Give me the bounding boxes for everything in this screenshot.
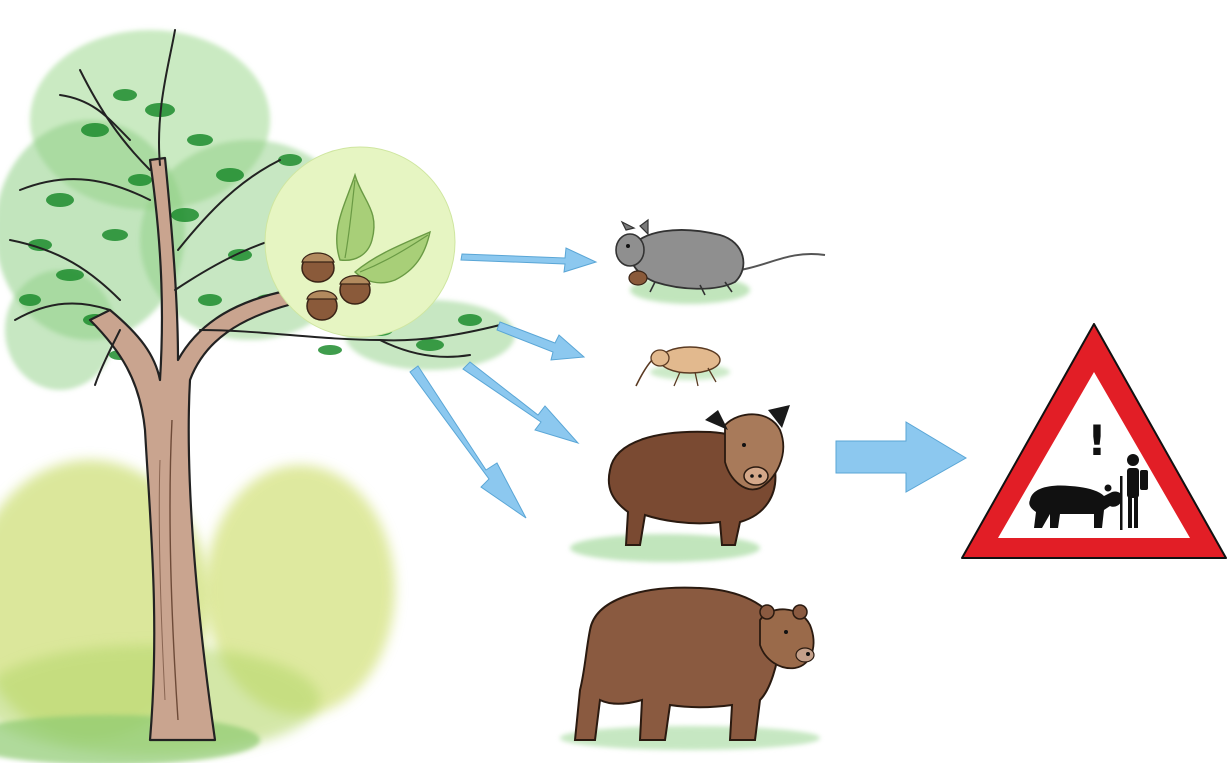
acorn-weevil-icon [636,347,730,386]
arrow-to-warning-sign [836,422,966,492]
arrow-to-bear [410,366,526,518]
mouse-eating-acorn-icon [616,220,825,304]
warning-exclamation-glyph: ! [1087,416,1106,465]
wild-boar-icon [570,405,790,562]
arrow-to-mouse [461,248,596,272]
brown-bear-icon [560,588,820,750]
warning-sign-bear-and-hiker-icon: ! [962,324,1226,558]
arrow-to-boar [463,362,578,443]
acorns-and-oak-leaves-icon [265,147,455,337]
